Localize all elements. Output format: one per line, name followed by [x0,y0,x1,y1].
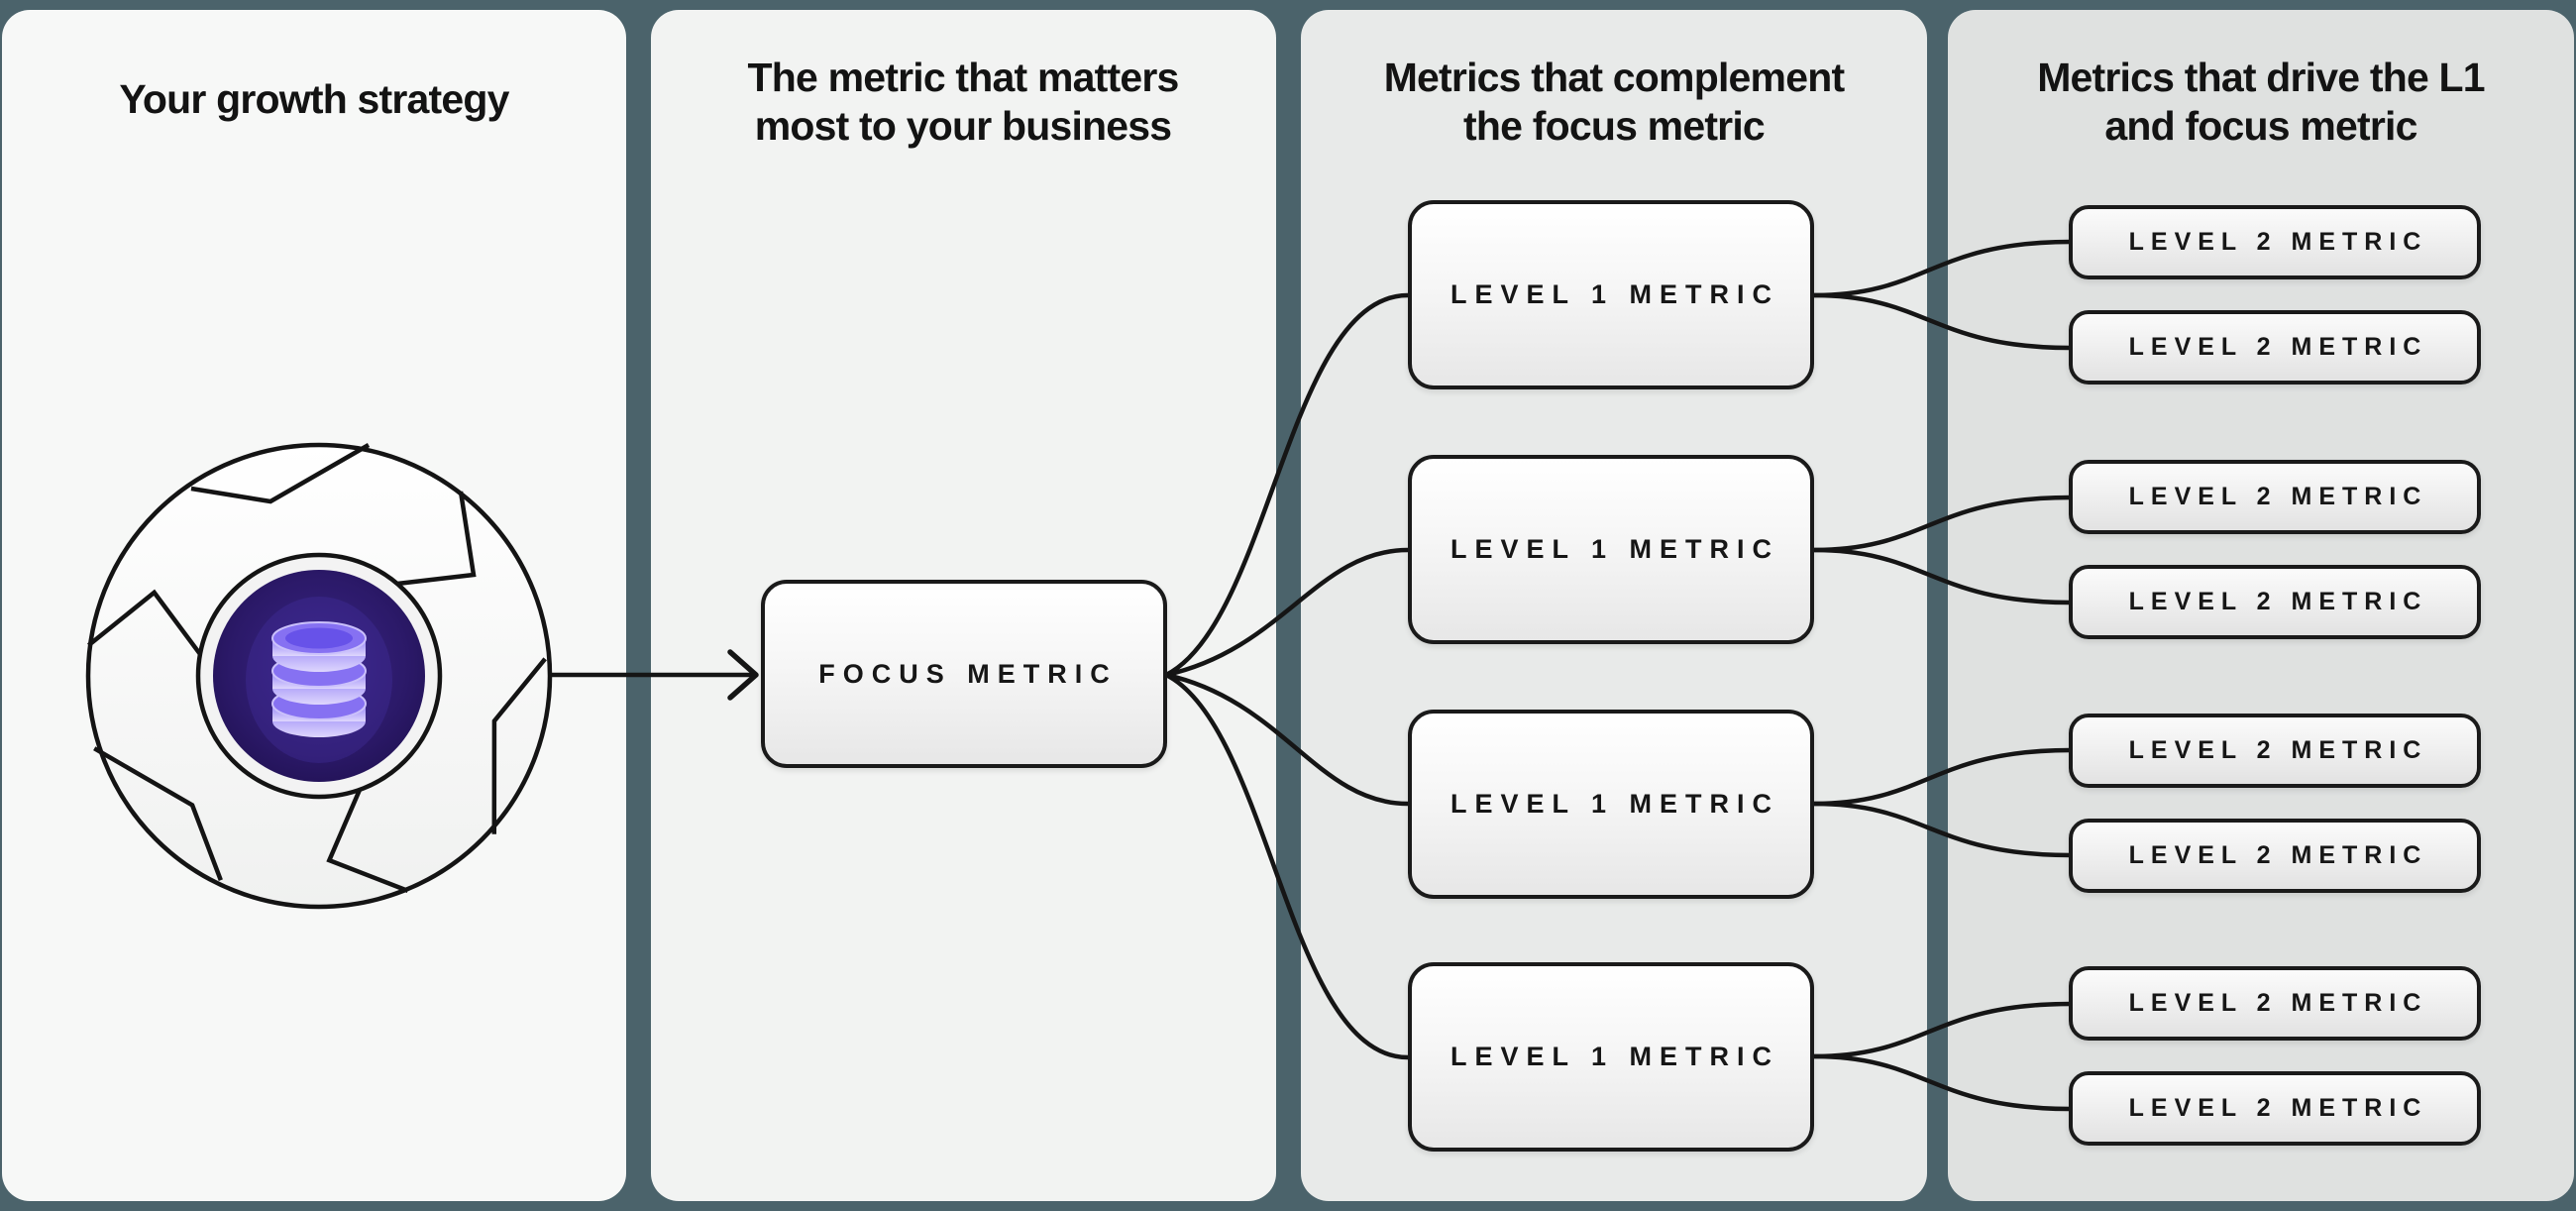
level2-metric-box-1: LEVEL 2 METRIC [2069,205,2481,279]
level2-metric-label: LEVEL 2 METRIC [2128,1094,2428,1122]
column-title-growth-strategy: Your growth strategy [17,75,611,124]
level2-metric-box-4: LEVEL 2 METRIC [2069,565,2481,639]
level1-metric-label: LEVEL 1 METRIC [1449,534,1780,564]
column-title-line: Your growth strategy [119,76,509,122]
column-title-line: and focus metric [2104,103,2417,149]
column-title-focus-metric: The metric that matters most to your bus… [666,54,1260,151]
column-title-line: most to your business [754,103,1172,149]
level1-metric-box-3: LEVEL 1 METRIC [1408,710,1814,899]
column-title-line: The metric that matters [747,55,1179,100]
panel-growth-strategy [2,10,626,1201]
column-title-line: Metrics that complement [1383,55,1845,100]
level1-metric-label: LEVEL 1 METRIC [1449,279,1780,309]
level1-metric-box-1: LEVEL 1 METRIC [1408,200,1814,389]
level2-metric-box-2: LEVEL 2 METRIC [2069,310,2481,385]
level2-metric-box-8: LEVEL 2 METRIC [2069,1071,2481,1146]
level2-metric-label: LEVEL 2 METRIC [2128,483,2428,510]
level1-metric-box-2: LEVEL 1 METRIC [1408,455,1814,644]
column-title-line: the focus metric [1463,103,1766,149]
level2-metric-box-3: LEVEL 2 METRIC [2069,460,2481,534]
level2-metric-box-5: LEVEL 2 METRIC [2069,714,2481,788]
level2-metric-box-6: LEVEL 2 METRIC [2069,819,2481,893]
column-title-line: Metrics that drive the L1 [2037,55,2485,100]
level2-metric-label: LEVEL 2 METRIC [2128,588,2428,615]
level2-metric-label: LEVEL 2 METRIC [2128,989,2428,1017]
level1-metric-label: LEVEL 1 METRIC [1449,1042,1780,1071]
column-title-level1: Metrics that complement the focus metric [1317,54,1911,151]
level2-metric-label: LEVEL 2 METRIC [2128,736,2428,764]
focus-metric-label: FOCUS METRIC [818,658,1118,689]
level1-metric-label: LEVEL 1 METRIC [1449,789,1780,819]
level2-metric-box-7: LEVEL 2 METRIC [2069,966,2481,1041]
column-title-level2: Metrics that drive the L1 and focus metr… [1964,54,2558,151]
level2-metric-label: LEVEL 2 METRIC [2128,333,2428,361]
level1-metric-box-4: LEVEL 1 METRIC [1408,962,1814,1152]
level2-metric-label: LEVEL 2 METRIC [2128,228,2428,256]
focus-metric-box: FOCUS METRIC [761,580,1167,768]
level2-metric-label: LEVEL 2 METRIC [2128,841,2428,869]
